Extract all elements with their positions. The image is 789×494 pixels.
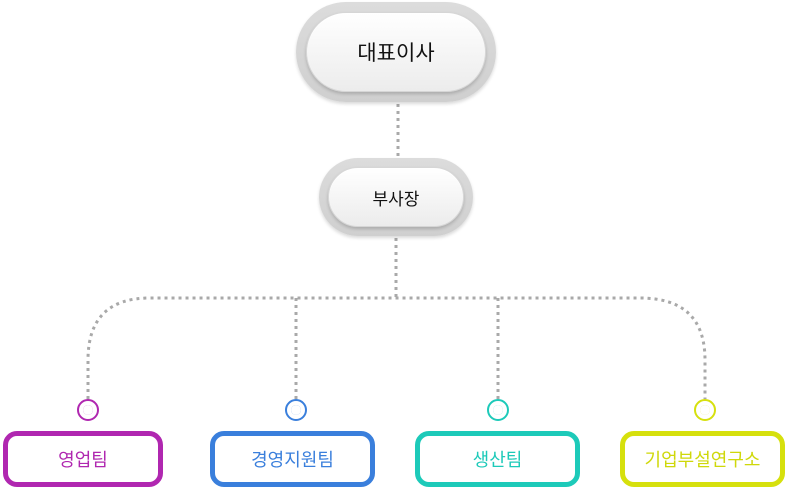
management-support-team-node: 경영지원팀 xyxy=(210,431,375,487)
research-institute-node: 기업부설연구소 xyxy=(620,431,785,487)
production-team-label: 생산팀 xyxy=(472,450,523,471)
management-support-team-label: 경영지원팀 xyxy=(251,450,334,471)
production-team-dot xyxy=(487,399,509,421)
vice-president-label: 부사장 xyxy=(328,167,464,227)
ceo-label: 대표이사 xyxy=(306,12,486,92)
sales-team-dot xyxy=(77,399,99,421)
research-institute-dot xyxy=(694,399,716,421)
sales-team-label: 영업팀 xyxy=(58,450,108,471)
production-team-node: 생산팀 xyxy=(415,431,580,487)
sales-team-node: 영업팀 xyxy=(3,431,163,487)
ceo-node: 대표이사 xyxy=(296,2,496,102)
vice-president-node: 부사장 xyxy=(319,158,473,236)
management-support-team-dot xyxy=(285,399,307,421)
research-institute-label: 기업부설연구소 xyxy=(644,450,761,471)
